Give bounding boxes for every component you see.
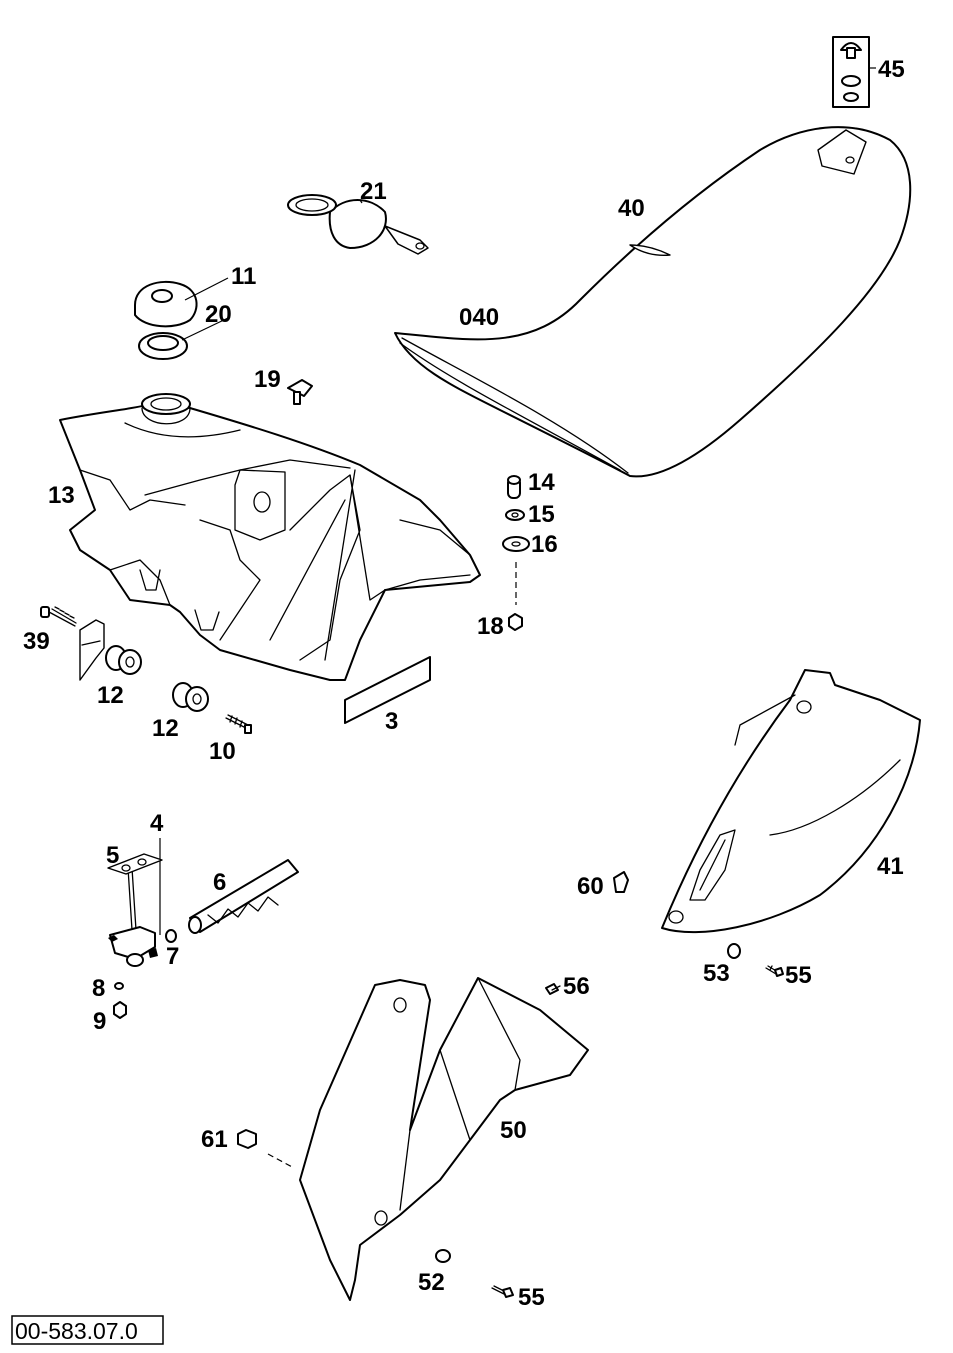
part-3-pad-strip[interactable] [344,656,431,724]
callout-12a: 12 [97,682,124,709]
callout-12b: 12 [152,715,179,742]
callout-20: 20 [205,301,232,328]
part-52-grommet[interactable] [435,1249,451,1263]
part-5-gasket[interactable] [107,853,163,875]
callout-53: 53 [703,960,730,987]
part-56-screw[interactable] [545,983,561,995]
part-16-rubber-washer[interactable] [502,536,530,552]
part-39-bolt[interactable] [40,606,105,681]
callout-19: 19 [254,366,281,393]
part-53-grommet-right[interactable] [727,943,741,959]
part-13-fuel-tank[interactable] [59,393,481,681]
part-7-hose-clip[interactable] [165,929,177,943]
callout-40: 40 [618,195,645,222]
callout-13: 13 [48,482,75,509]
callout-4: 4 [150,810,164,837]
callout-39: 39 [23,628,50,655]
part-50-side-cover[interactable] [299,977,589,1301]
callout-7: 7 [166,943,179,970]
part-9-screw[interactable] [113,1001,127,1019]
callout-55b: 55 [518,1284,545,1311]
callout-8: 8 [92,975,105,1002]
part-12-bushing-a[interactable] [105,645,142,675]
callout-52: 52 [418,1269,445,1296]
part-4-fuel-tap[interactable] [108,838,161,967]
part-41-side-cover[interactable] [661,669,921,934]
callout-21: 21 [360,178,387,205]
callout-10: 10 [209,738,236,765]
part-19-screw[interactable] [287,379,313,405]
callout-56: 56 [563,973,590,1000]
part-10-screw[interactable] [225,714,252,734]
callout-3: 3 [385,708,398,735]
callout-16: 16 [531,531,558,558]
callout-11: 11 [231,263,256,290]
callout-6: 6 [213,869,226,896]
part-12-bushing-b[interactable] [172,682,209,712]
part-040-seat[interactable] [394,126,912,478]
part-21-tank-cover[interactable] [287,194,429,255]
diagram-code: 00-583.07.0 [15,1318,138,1344]
callout-5: 5 [106,842,119,869]
part-45-fitting-set[interactable] [832,36,876,108]
part-14-bolt[interactable] [507,475,521,499]
part-20-cap-gasket[interactable] [138,317,229,360]
part-55-screw-bottom[interactable] [491,1285,514,1298]
part-61-nut[interactable] [237,1129,295,1169]
callout-15: 15 [528,501,555,528]
callout-18: 18 [477,613,504,640]
part-11-fuel-cap[interactable] [134,277,229,328]
callout-14: 14 [528,469,555,496]
part-55-screw-right[interactable] [765,965,784,977]
callout-50: 50 [500,1117,527,1144]
part-6-fuel-hose[interactable] [188,859,299,934]
callout-9: 9 [93,1008,106,1035]
callout-labels: 45 21 40 040 11 20 19 13 14 15 16 18 39 … [23,56,905,1311]
callout-60: 60 [577,873,604,900]
part-8-o-ring[interactable] [114,982,124,990]
part-60-clip[interactable] [613,871,629,893]
callout-41: 41 [877,853,904,880]
callout-040: 040 [459,304,499,331]
diagram-code-box: 00-583.07.0 [11,1315,164,1345]
callout-45: 45 [878,56,905,83]
part-18-nut[interactable] [508,613,523,631]
part-15-washer[interactable] [505,509,525,521]
callout-55a: 55 [785,962,812,989]
callout-61: 61 [201,1126,228,1153]
